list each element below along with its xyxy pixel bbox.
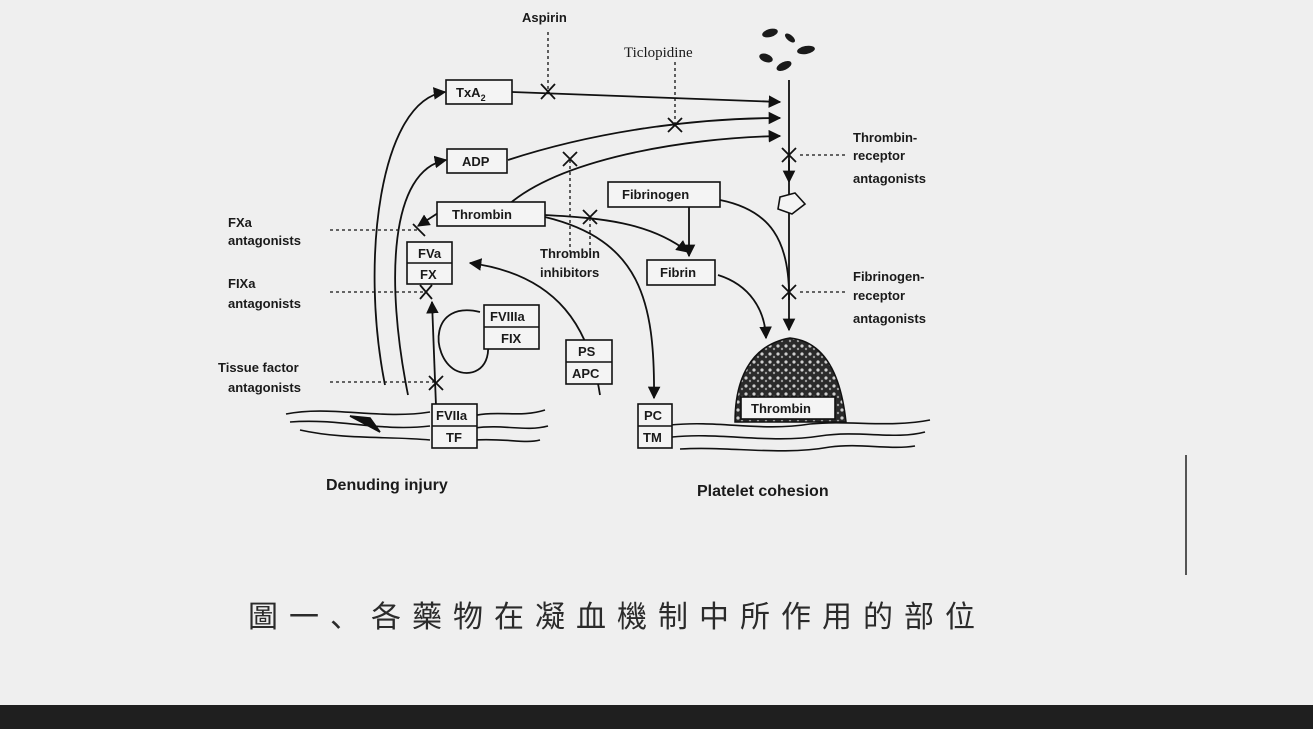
svg-text:Thrombin-: Thrombin- [853,130,917,145]
svg-text:FVIIIa: FVIIIa [490,309,525,324]
svg-text:PS: PS [578,344,596,359]
vessel-wall-left [286,410,548,441]
svg-text:PC: PC [644,408,663,423]
svg-text:Thrombin: Thrombin [452,207,512,222]
box-thrombin: Thrombin [437,202,545,226]
svg-text:Fibrinogen: Fibrinogen [622,187,689,202]
box-clot-thrombin: Thrombin [741,397,835,419]
svg-text:Thrombin: Thrombin [751,401,811,416]
vessel-wall-right [670,420,930,451]
svg-text:TF: TF [446,430,462,445]
box-fibrinogen: Fibrinogen [608,182,720,207]
box-txa2: TxA2 [446,80,512,104]
svg-text:Tissue factor: Tissue factor [218,360,299,375]
svg-text:ADP: ADP [462,154,490,169]
svg-text:FIXa: FIXa [228,276,256,291]
box-fibrin: Fibrin [647,260,715,285]
figure-caption: 圖一、各藥物在凝血機制中所作用的部位 [248,592,986,636]
svg-text:antagonists: antagonists [228,380,301,395]
label-tissue-factor-antagonists: Tissue factor antagonists [218,360,301,395]
activated-platelet-icon [778,193,805,214]
box-pc-tm: PC TM [638,404,672,448]
svg-text:Fibrinogen-: Fibrinogen- [853,269,925,284]
label-thrombin-receptor-antagonists: Thrombin- receptor antagonists [853,130,926,186]
box-fviiia-fix: FVIIIa FIX [484,305,539,349]
svg-text:antagonists: antagonists [228,233,301,248]
svg-text:receptor: receptor [853,288,905,303]
svg-text:antagonists: antagonists [853,171,926,186]
svg-text:antagonists: antagonists [853,311,926,326]
label-fixa-antagonists: FIXa antagonists [228,276,301,311]
adp-arrow [508,118,780,160]
label-aspirin: Aspirin [522,10,567,25]
svg-text:APC: APC [572,366,600,381]
platelet-cluster [758,27,816,73]
label-denuding-injury: Denuding injury [326,477,448,494]
svg-text:FXa: FXa [228,215,253,230]
svg-text:receptor: receptor [853,148,905,163]
label-platelet-cohesion: Platelet cohesion [697,483,829,500]
label-fibrinogen-receptor-antagonists: Fibrinogen- receptor antagonists [853,269,926,326]
box-ps-apc: PS APC [566,340,612,384]
label-fxa-antagonists: FXa antagonists [228,215,301,248]
svg-text:antagonists: antagonists [228,296,301,311]
svg-text:inhibitors: inhibitors [540,265,599,280]
svg-text:FX: FX [420,267,437,282]
svg-text:FVa: FVa [418,246,442,261]
label-thrombin-inhibitors: Thrombin inhibitors [540,246,600,280]
box-adp: ADP [447,149,507,173]
box-fviia-tf: FVIIa TF [432,404,477,448]
svg-text:FIX: FIX [501,331,522,346]
svg-text:Fibrin: Fibrin [660,265,696,280]
svg-text:TM: TM [643,430,662,445]
box-fva-fx: FVa FX [407,242,452,284]
scan-border [0,705,1313,729]
svg-text:Thrombin: Thrombin [540,246,600,261]
svg-text:FVIIa: FVIIa [436,408,468,423]
label-ticlopidine: Ticlopidine [624,45,693,61]
